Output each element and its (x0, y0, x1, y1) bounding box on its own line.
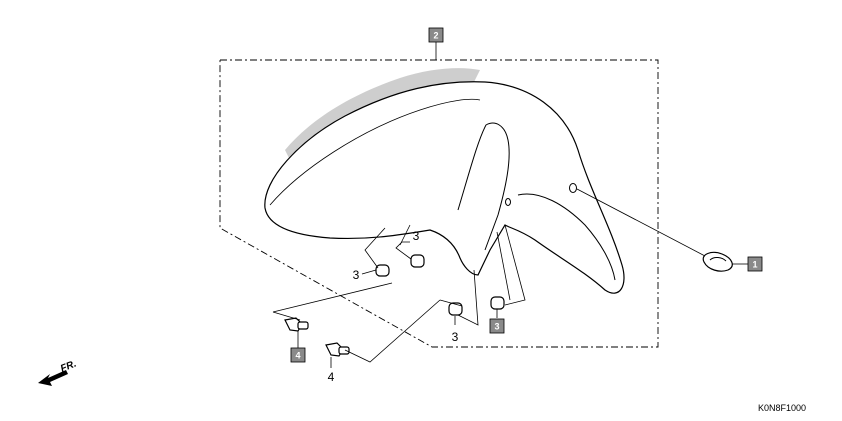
leader-3a (361, 269, 377, 275)
fender-fork-cut (457, 122, 510, 251)
callout-3-boxed[interactable]: 3 (489, 318, 505, 334)
front-arrow-icon (38, 370, 68, 386)
bolt-lower (325, 342, 350, 357)
diagram-code: K0N8F1000 (758, 403, 806, 413)
svg-text:1: 1 (752, 260, 757, 270)
assembly-line-a (364, 227, 386, 269)
assembly-line-e (496, 231, 511, 301)
fender-mount-hole-2 (505, 198, 511, 206)
label-3-lower[interactable]: 3 (452, 330, 459, 344)
bolt-leader-a (272, 282, 393, 313)
callout-2[interactable]: 2 (428, 27, 444, 43)
bolt-leader-c (344, 299, 441, 363)
svg-text:2: 2 (433, 31, 438, 41)
front-label: FR. (59, 359, 78, 375)
bolt-leader-d (439, 299, 463, 307)
front-fender (264, 81, 625, 294)
label-4-plain[interactable]: 4 (328, 370, 335, 384)
svg-text:4: 4 (295, 351, 300, 361)
callout-4-boxed[interactable]: 4 (290, 347, 306, 363)
leader-line-1a (576, 188, 706, 257)
fender-edge-line (269, 98, 481, 206)
assembly-line-b (399, 224, 411, 246)
grommet-right-1 (448, 302, 463, 316)
bolt-upper (284, 317, 309, 332)
label-3-upper[interactable]: 3 (413, 229, 420, 243)
leader-3b (395, 241, 412, 260)
fender-mount-hole (569, 183, 577, 193)
assembly-line-c (457, 269, 479, 326)
fender-rear-flap (517, 193, 616, 281)
grommet-left-2 (410, 254, 425, 268)
clip-part (702, 251, 733, 272)
grommet-right-2 (490, 296, 505, 310)
callout-1[interactable]: 1 (747, 256, 763, 272)
grommet-left-1 (375, 264, 390, 277)
group-frame (219, 59, 659, 348)
bolt-leader-b (272, 311, 301, 321)
label-3-left[interactable]: 3 (353, 268, 360, 282)
decal-graphic (285, 68, 480, 170)
assembly-line-d (504, 224, 526, 306)
svg-text:3: 3 (494, 322, 499, 332)
front-direction-indicator: FR. (38, 359, 78, 386)
